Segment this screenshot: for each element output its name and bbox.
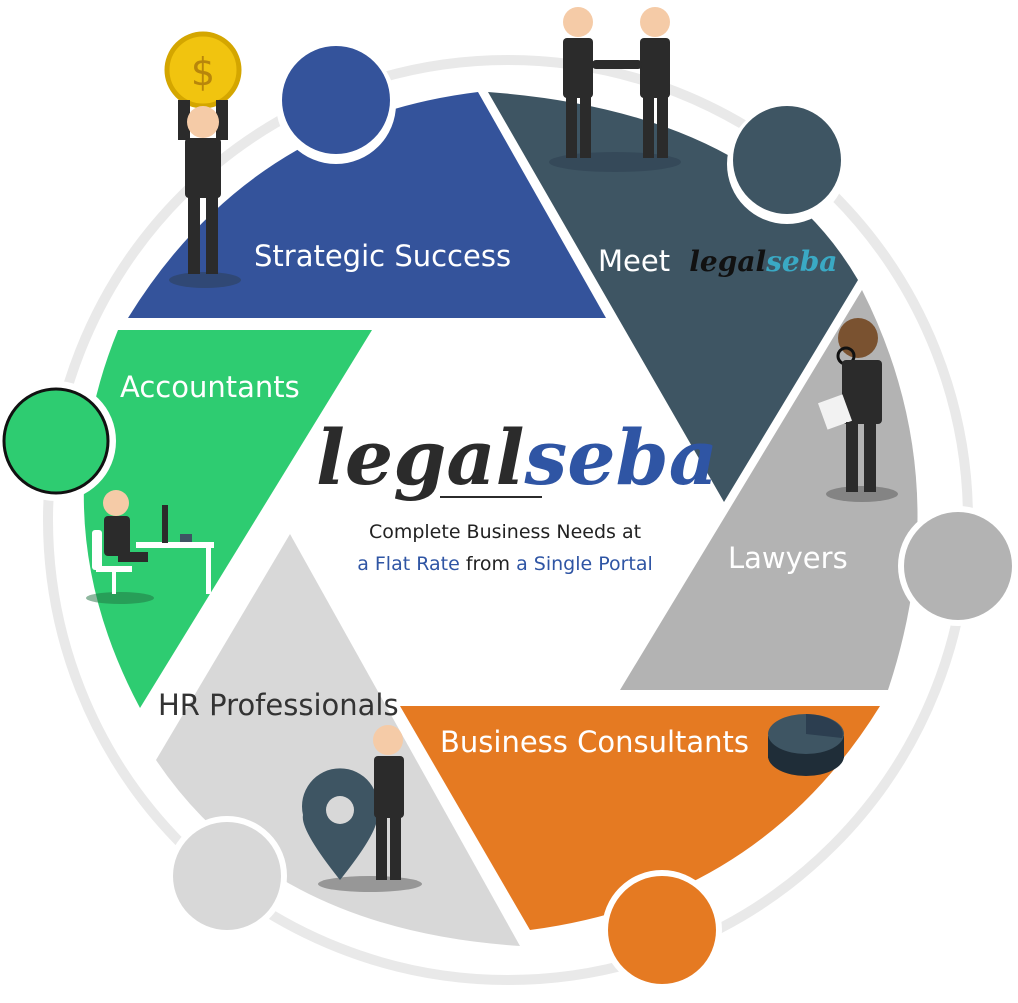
satellite-circle-business (608, 876, 716, 984)
meet-brand-seba: seba (765, 245, 837, 278)
segment-label-strategic-success: Strategic Success (254, 239, 511, 273)
tagline-line1: Complete Business Needs at (368, 521, 642, 543)
center-logo-legal: legal (316, 413, 524, 502)
satellite-circle-lawyers (904, 512, 1012, 620)
center-logo-seba: seba (523, 413, 718, 502)
tagline-from: from (459, 553, 517, 575)
segment-label-hr-professionals: HR Professionals (158, 688, 399, 722)
pie-chart-icon (768, 714, 844, 776)
handshake-icon (549, 7, 681, 172)
tagline-flat-rate: a Flat Rate (357, 553, 460, 575)
segment-label-business-consultants: Business Consultants (440, 725, 749, 759)
map-pin-person-icon (302, 725, 422, 892)
segment-label-lawyers: Lawyers (728, 541, 848, 575)
satellite-circle-accountants (2, 387, 110, 495)
svg-text:$: $ (191, 50, 215, 94)
center-logo: legalseba (316, 413, 718, 502)
meet-brand-legal: legal (689, 245, 766, 278)
satellite-circle-hr (173, 822, 281, 930)
tagline-line2: a Flat Rate from a Single Portal (300, 548, 710, 580)
satellite-circle-strategic (282, 46, 390, 154)
magnifier-person-icon (817, 318, 898, 502)
tagline-single-portal: a Single Portal (516, 553, 653, 575)
center-tagline: Complete Business Needs at a Flat Rate f… (300, 516, 710, 580)
coin-holder-icon: $ (164, 31, 242, 288)
segment-business-consultants (400, 706, 880, 930)
segment-label-accountants: Accountants (120, 370, 300, 404)
segment-label-meet-text: Meet (598, 244, 670, 278)
segment-strategic-success (128, 92, 606, 318)
segment-label-meet: Meet legalseba (598, 244, 837, 278)
desk-worker-icon (86, 490, 214, 604)
satellite-circle-meet (733, 106, 841, 214)
segment-accountants (83, 330, 372, 708)
